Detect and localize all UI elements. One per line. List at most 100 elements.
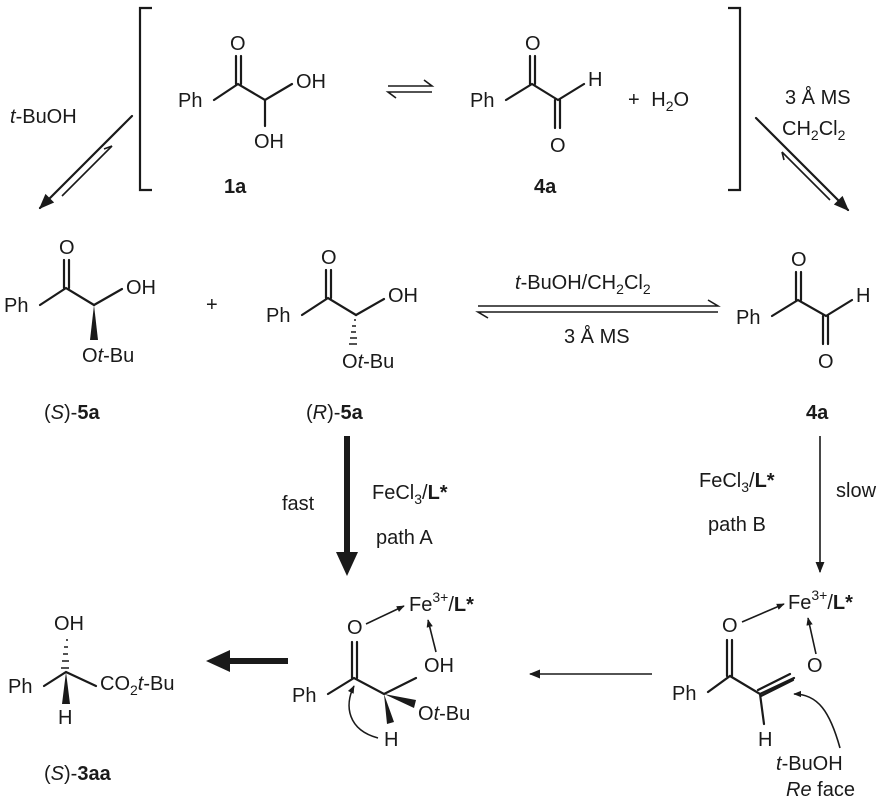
compound-label-s3aa: (S)-3aa: [44, 763, 112, 785]
paren-close: )-: [64, 763, 77, 785]
ot-bu-label: Ot-Bu: [82, 345, 134, 367]
bond-to-oh: [354, 297, 386, 317]
paren-open: (: [44, 763, 51, 785]
o-atom: O: [418, 703, 434, 725]
ch-sub: 2: [811, 127, 819, 143]
o-to-fe-arrow-2: [806, 617, 817, 655]
reverse-harpoon: [475, 311, 718, 319]
skeleton-bonds: [42, 670, 98, 688]
cl-part: Cl: [819, 118, 838, 140]
slow-label: slow: [836, 480, 877, 502]
middle-equilibrium: t-BuOH/CH2Cl2 3 Å MS: [475, 272, 721, 348]
fe: Fe: [788, 592, 811, 614]
oh-to-fe-arrow: [426, 619, 437, 653]
fe-l-label: Fe3+/L*: [788, 587, 853, 614]
carbonyl-oxygen: O: [59, 237, 75, 259]
compound-number: 5a: [77, 402, 100, 424]
compound-number: 3aa: [77, 763, 111, 785]
carbonyl-oxygen: O: [230, 33, 246, 55]
ph-label: Ph: [672, 683, 696, 705]
ph-label: Ph: [292, 685, 316, 707]
attack-arrow: [793, 690, 841, 749]
right-diagonal-equilibrium: 3 Å MS CH2Cl2: [754, 86, 851, 212]
t-italic: t: [138, 673, 145, 695]
ligand: L*: [454, 594, 474, 616]
tbuoh-label-left: t-BuOH: [10, 106, 77, 128]
re: Re: [786, 779, 812, 800]
bold-arrow-head: [336, 552, 358, 576]
hydroxyl-label: OH: [126, 277, 156, 299]
skeleton-bonds: [770, 298, 854, 318]
compound-4a-top-structure: Ph O H O: [470, 33, 602, 157]
ligand: L*: [755, 470, 775, 492]
hydride-hydrogen: H: [384, 729, 398, 751]
slash: /: [827, 592, 833, 614]
sub-2: 2: [616, 281, 624, 297]
wedge-bond-h: [384, 694, 394, 724]
reverse-harpoon: [385, 91, 432, 99]
fe-charge: 3+: [432, 589, 448, 605]
hydroxyl-label: OH: [54, 613, 84, 635]
path-b: FeCl3/L* slow path B: [699, 436, 877, 574]
hydrogen-label: H: [58, 707, 72, 729]
left-bracket: [138, 6, 152, 192]
buoh-ch: -BuOH/CH: [521, 272, 617, 294]
wedge-bond: [384, 694, 416, 708]
carbonyl-double-bond-1: [528, 54, 537, 86]
t-italic: t: [358, 351, 365, 373]
fe-charge: 3+: [811, 587, 827, 603]
ms-label-middle: 3 Å MS: [564, 325, 630, 348]
reverse-arrow-line: [781, 151, 831, 201]
carbonyl-oxygen-1: O: [791, 249, 807, 271]
ot-bu-label: Ot-Bu: [342, 351, 394, 373]
slash: /: [448, 594, 454, 616]
paren-open: (: [306, 402, 313, 424]
skeleton-bonds: [504, 82, 586, 102]
slash: /: [749, 470, 755, 492]
skeleton-bonds: [706, 674, 796, 696]
compound-4a-right-structure: Ph O H O: [736, 249, 870, 373]
bu-part: -Bu: [363, 351, 394, 373]
t-italic: t: [98, 345, 105, 367]
o-atom: O: [342, 351, 358, 373]
o-to-fe-arrow-1: [365, 605, 405, 625]
fecl3-label-a: FeCl3/L*: [372, 482, 448, 507]
t-italic: t: [434, 703, 441, 725]
bond-to-h: [758, 692, 766, 726]
carbonyl-double-bond: [62, 258, 71, 290]
skeleton-bonds: [212, 82, 294, 102]
o-atom: O: [82, 345, 98, 367]
carbonyl-double-bond: [324, 268, 333, 300]
equilibrium-arrow-top: [385, 79, 435, 99]
bold-arrow-head: [206, 650, 230, 672]
fe-l-label: Fe3+/L*: [409, 589, 474, 616]
bond-to-oh: [92, 287, 124, 307]
plus-water: + H2O: [628, 89, 689, 114]
compound-label-1a: 1a: [224, 176, 247, 198]
cl: Cl: [624, 272, 643, 294]
compound-label-s5a: (S)-5a: [44, 402, 100, 424]
right-bracket: [728, 6, 742, 192]
ms-label-right: 3 Å MS: [785, 86, 851, 109]
paren-close: )-: [327, 402, 340, 424]
carbonyl-double-bond-2: [553, 98, 562, 130]
forward-harpoon: [478, 299, 721, 307]
carbonyl-double-bond: [350, 640, 359, 680]
ph-label: Ph: [4, 295, 28, 317]
o-to-fe-arrow-1: [741, 603, 785, 623]
carbonyl-oxygen: O: [321, 247, 337, 269]
paren-close: )-: [64, 402, 77, 424]
skeleton-bonds: [300, 296, 358, 317]
path-a-label: path A: [376, 527, 433, 549]
re-face-label: Re face: [786, 779, 855, 800]
config-s: S: [51, 402, 65, 424]
skeleton-bonds: [38, 286, 96, 307]
water-sub: 2: [666, 98, 674, 114]
slash: /: [422, 482, 428, 504]
ligand: L*: [428, 482, 448, 504]
ester-label: CO2t-Bu: [100, 673, 174, 698]
carbonyl-oxygen: O: [347, 617, 363, 639]
hydride-shift-arrow: [347, 685, 379, 739]
path-b-label: path B: [708, 514, 766, 536]
hydroxyl-label: OH: [424, 655, 454, 677]
